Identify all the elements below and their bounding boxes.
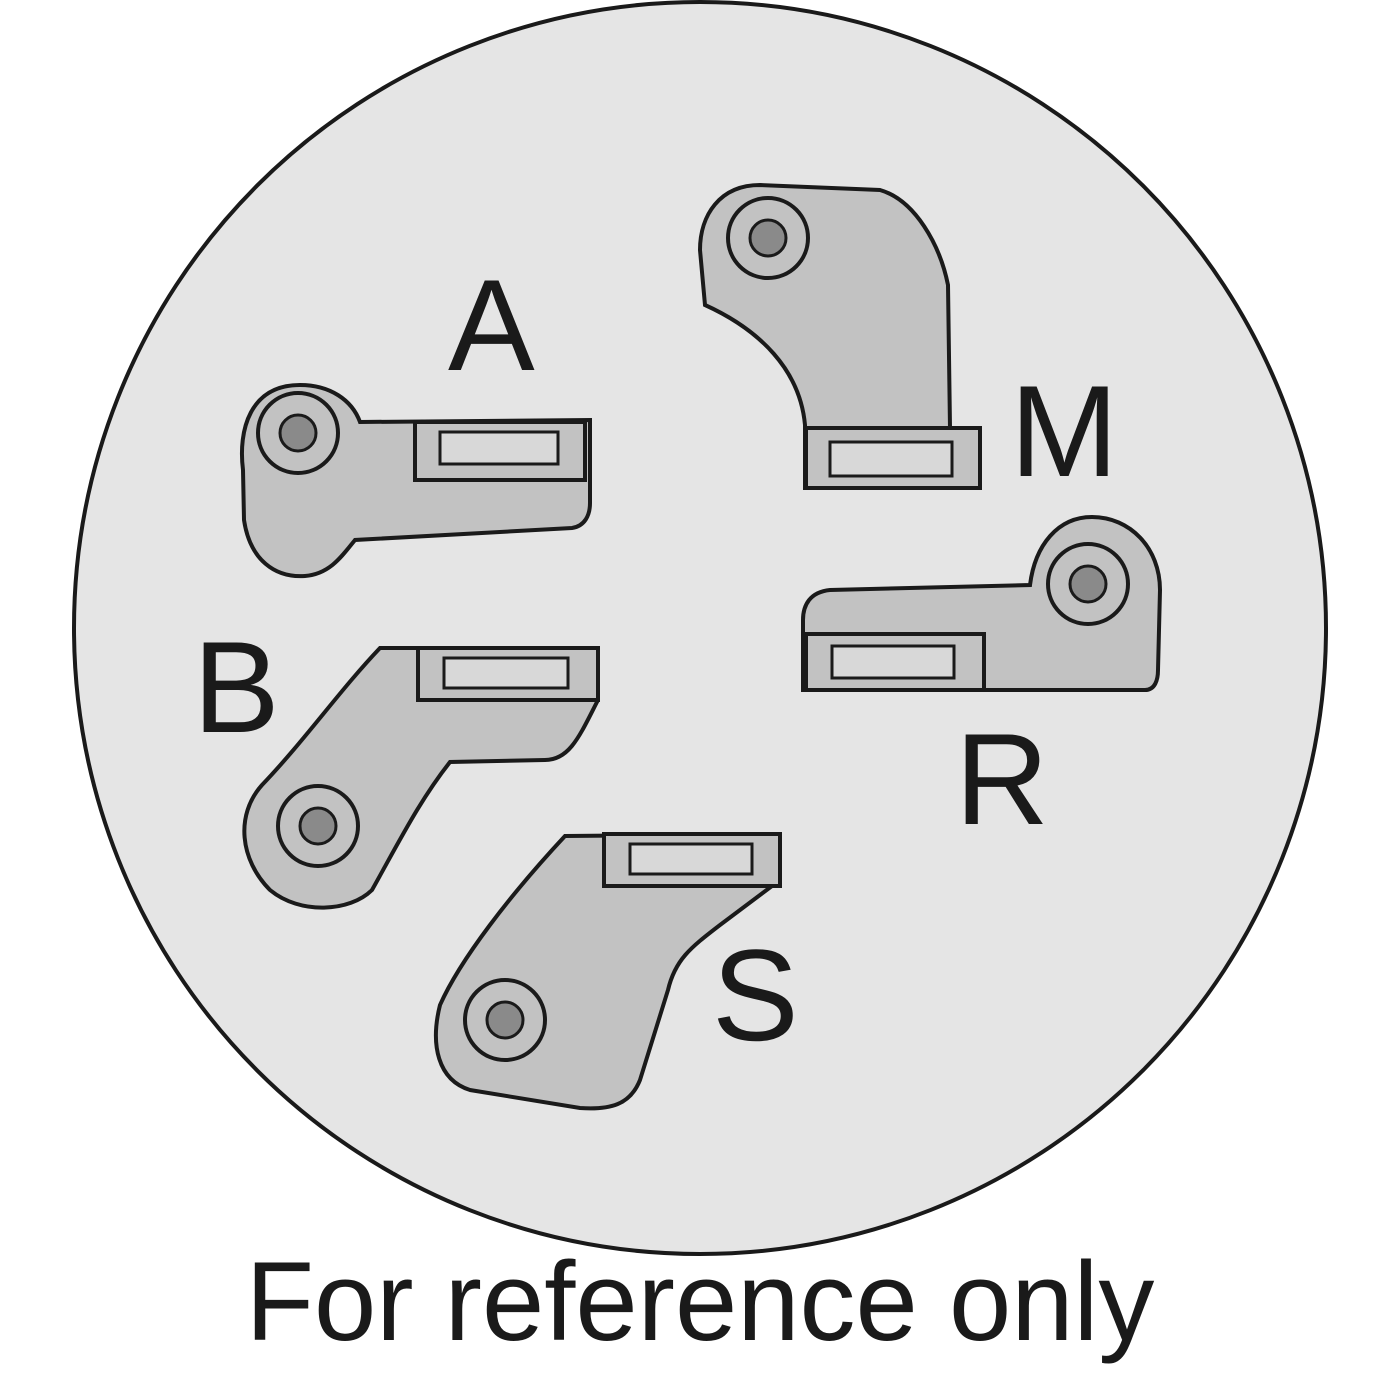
terminal-s <box>433 831 782 1111</box>
caption: For reference only <box>246 1239 1155 1364</box>
terminal-label-m: M <box>1010 358 1118 504</box>
terminal-a <box>240 382 592 579</box>
terminal-b-slot-inner <box>442 656 570 690</box>
switch-face <box>72 0 1328 1256</box>
terminal-a-screw-inner <box>278 413 318 453</box>
terminal-a-slot-inner <box>438 430 560 466</box>
terminal-label-b: B <box>193 614 280 760</box>
terminal-b <box>242 646 600 910</box>
terminal-label-r: R <box>955 706 1049 852</box>
terminal-r-screw-inner <box>1068 564 1108 604</box>
terminal-m-screw-inner <box>748 218 788 258</box>
terminal-r <box>801 514 1163 692</box>
terminal-s-slot-inner <box>628 842 754 876</box>
terminal-s-screw-inner <box>485 1000 525 1040</box>
terminal-b-screw-inner <box>298 806 338 846</box>
terminal-m <box>697 182 982 490</box>
terminal-m-slot-inner <box>828 440 954 478</box>
terminal-label-a: A <box>448 252 535 398</box>
terminal-r-slot-inner <box>830 644 956 680</box>
terminal-label-s: S <box>712 922 799 1068</box>
